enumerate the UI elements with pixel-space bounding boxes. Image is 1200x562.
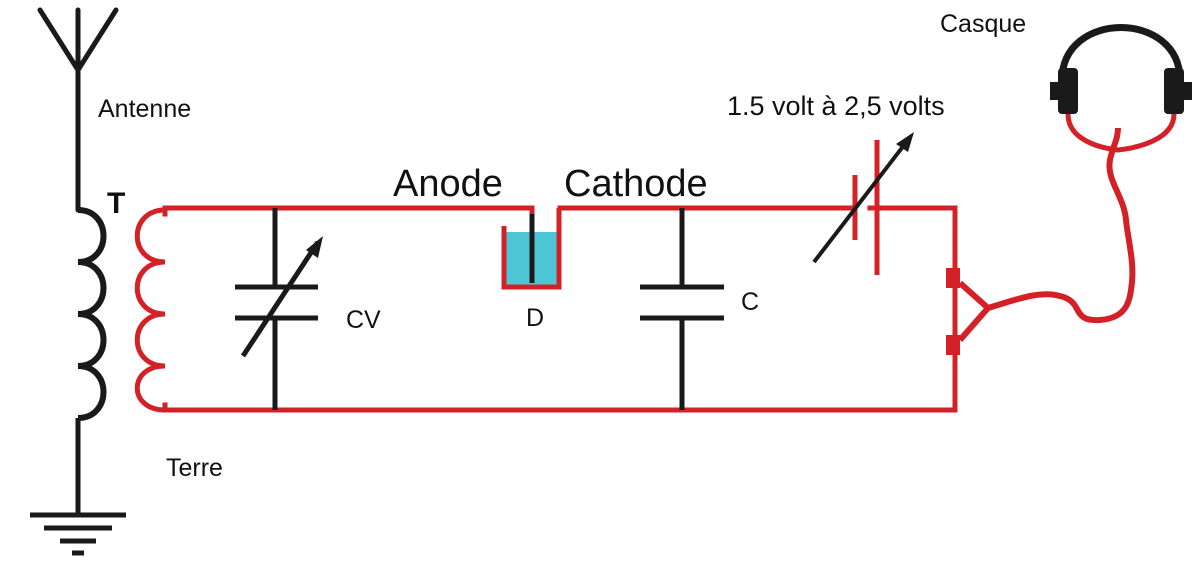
diode-label: D xyxy=(526,304,544,332)
variable-capacitor-label: CV xyxy=(346,306,381,334)
ground-icon xyxy=(30,418,126,556)
capacitor-label: C xyxy=(741,288,759,316)
cathode-label: Cathode xyxy=(564,163,708,205)
circuit-wires xyxy=(162,205,958,413)
headphone-jack-icon xyxy=(946,127,1136,355)
ground-label: Terre xyxy=(166,454,223,482)
coil-icon xyxy=(77,207,107,421)
variable-capacitor-icon xyxy=(235,208,323,410)
diode-cell-icon xyxy=(501,208,562,290)
antenna-label: Antenne xyxy=(98,95,191,123)
variable-battery-icon xyxy=(812,132,914,275)
antenna-icon xyxy=(37,7,119,213)
anode-label: Anode xyxy=(393,163,503,205)
capacitor-icon xyxy=(640,208,724,410)
headphones-icon xyxy=(1050,24,1192,153)
headphones-label: Casque xyxy=(940,10,1026,38)
secondary-coil-icon xyxy=(134,207,166,413)
transformer-label: T xyxy=(107,187,125,220)
battery-label: 1.5 volt à 2,5 volts xyxy=(727,91,945,121)
